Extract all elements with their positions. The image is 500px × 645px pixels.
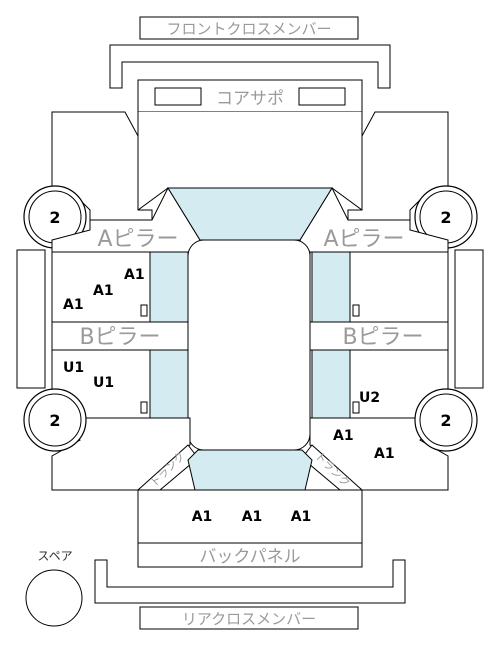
rear-left-door: [51, 349, 191, 419]
front-left-door-handle: [140, 304, 148, 317]
front-right-door-handle: [352, 304, 360, 317]
headlight-left: [154, 87, 202, 106]
a-pillar-left-label: Aピラー: [97, 227, 178, 252]
right-side-step: [454, 249, 484, 389]
front-right-wheel-number: 2: [440, 208, 451, 227]
back-panel: バックパネル: [137, 542, 363, 568]
rear-bumper-bracket: [94, 559, 406, 604]
grade-front-left-3: A1: [63, 297, 84, 313]
grade-back-3: A1: [291, 509, 312, 525]
left-side-step: [16, 249, 46, 389]
rear-right-door: [309, 349, 449, 419]
front-right-wheel: 2: [414, 185, 478, 249]
grade-rear-left-2: U1: [93, 375, 114, 391]
grade-rear-left-1: U1: [63, 360, 84, 376]
b-pillar-left: Bピラー: [51, 321, 191, 351]
back-panel-label: バックパネル: [199, 547, 300, 567]
rear-right-window: [311, 349, 351, 419]
a-pillar-right-label: Aピラー: [323, 227, 404, 252]
front-left-door: [51, 251, 191, 323]
front-right-door: [309, 251, 449, 323]
spare-tire-circle: [25, 569, 83, 627]
grade-rear-right-1: A1: [333, 428, 354, 444]
rear-right-door-handle: [352, 401, 360, 414]
rear-left-window: [149, 349, 189, 419]
rear-right-wheel-number: 2: [440, 411, 451, 430]
front-left-wheel-number: 2: [49, 208, 60, 227]
spare-tire: スペア: [25, 549, 83, 627]
windshield: [167, 187, 333, 241]
front-bumper-bracket: [109, 44, 391, 89]
spare-label: スペア: [37, 549, 72, 563]
rear-cross-member: リアクロスメンバー: [139, 606, 359, 630]
b-pillar-left-label: Bピラー: [79, 325, 160, 350]
front-cross-member: フロントクロスメンバー: [139, 16, 359, 40]
b-pillar-right: Bピラー: [309, 321, 449, 351]
core-support-label: コアサポ: [216, 89, 284, 109]
rear-cross-member-label: リアクロスメンバー: [182, 610, 316, 628]
headlight-right: [298, 87, 346, 106]
front-left-window: [149, 251, 189, 323]
rear-left-wheel-number: 2: [49, 411, 60, 430]
front-cross-member-label: フロントクロスメンバー: [166, 20, 331, 38]
grade-front-left-1: A1: [124, 267, 145, 283]
b-pillar-right-label: Bピラー: [342, 325, 423, 350]
grade-back-2: A1: [242, 509, 263, 525]
grade-rear-right-2: A1: [374, 446, 395, 462]
rear-right-wheel: 2: [414, 388, 478, 452]
grade-back-1: A1: [192, 509, 213, 525]
rear-left-door-handle: [140, 401, 148, 414]
grade-front-left-2: A1: [93, 283, 114, 299]
front-right-window: [311, 251, 351, 323]
roof: [187, 239, 311, 451]
a-pillar-left: Aピラー: [51, 186, 201, 253]
rear-left-wheel: 2: [23, 388, 87, 452]
rear-window: [187, 449, 313, 491]
grade-rear-right-u: U2: [359, 390, 380, 406]
core-support: コアサポ: [137, 79, 363, 113]
a-pillar-right: Aピラー: [299, 186, 449, 253]
trunk-lid: [137, 489, 363, 544]
